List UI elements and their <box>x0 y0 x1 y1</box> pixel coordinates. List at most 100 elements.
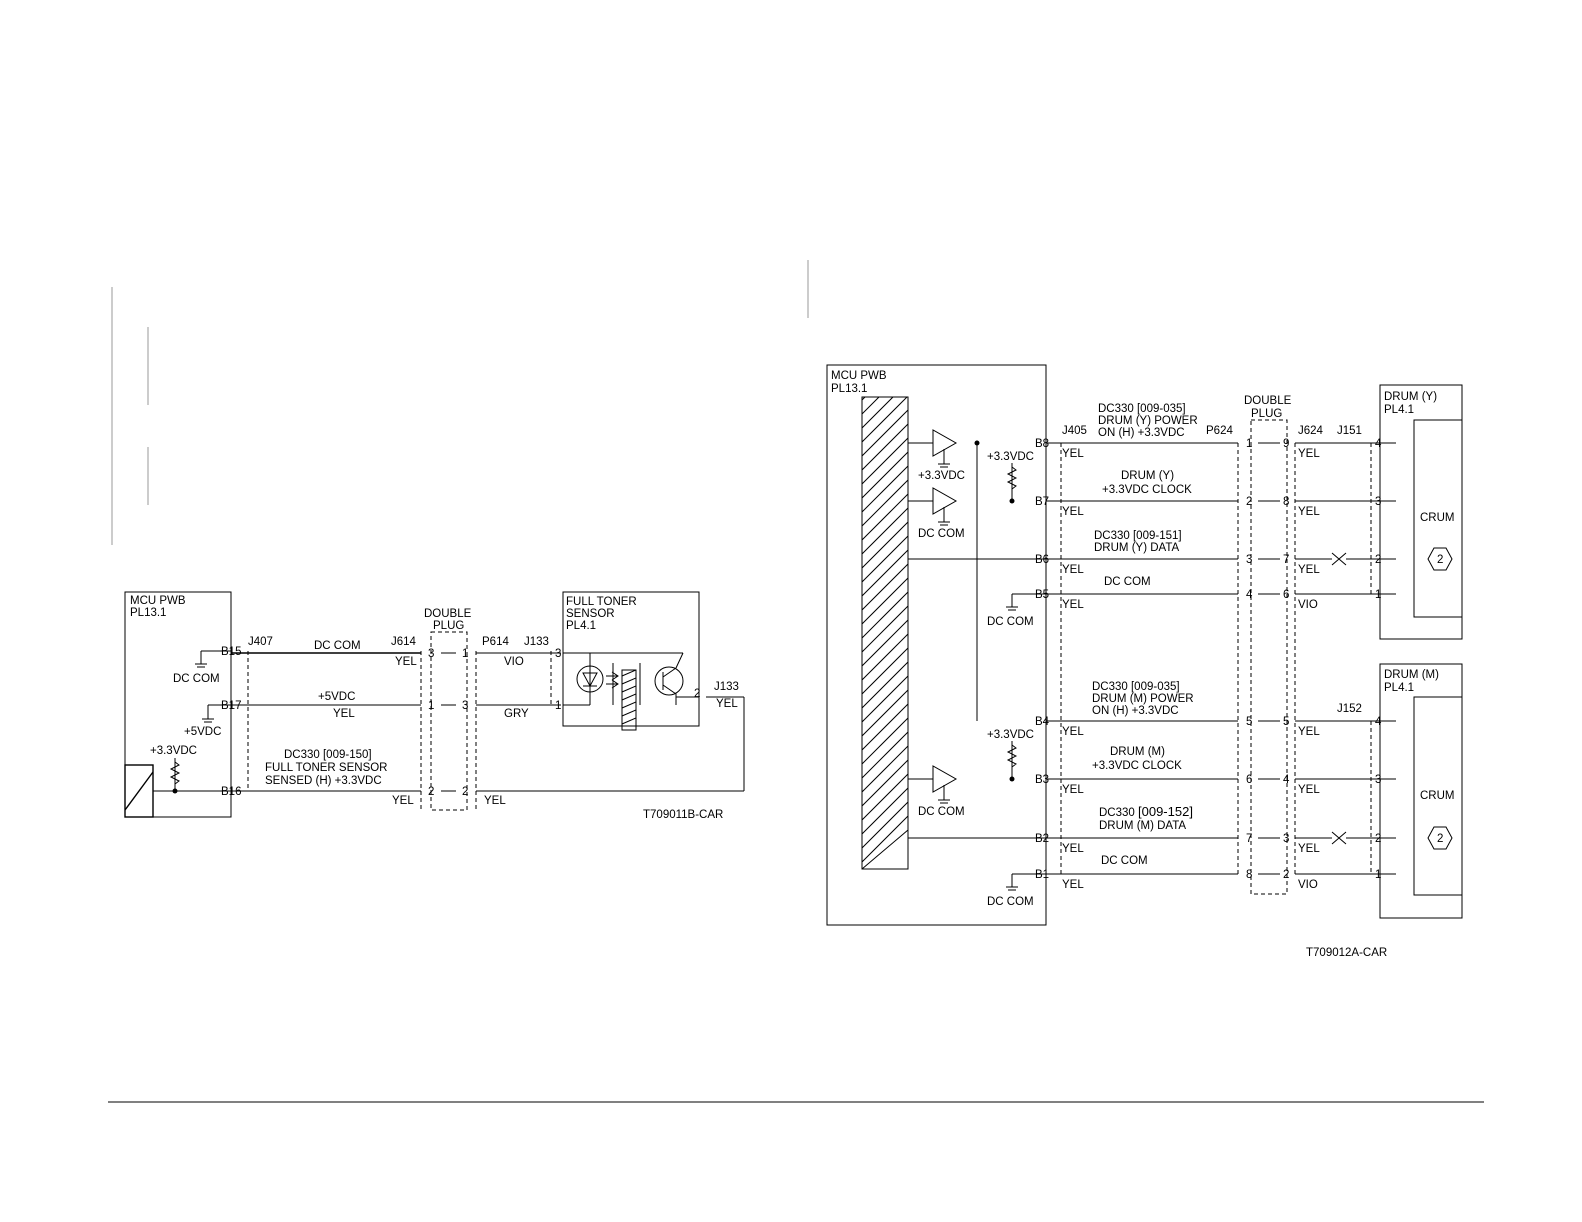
buffer-dccom-label-2: DC COM <box>918 806 965 818</box>
pullup-v33-label-2: +3.3VDC <box>987 729 1034 741</box>
plug-pin: 1 <box>462 648 468 660</box>
buffer-amp-icon <box>908 765 958 804</box>
plug-pin-right: 4 <box>1283 774 1290 786</box>
pin-b15: B15 <box>221 646 241 658</box>
plug-pin-left: 6 <box>1246 774 1252 786</box>
drum-y-title: DRUM (Y) <box>1384 391 1437 403</box>
wire-color-right: YEL <box>1298 726 1320 738</box>
wire-color-3-right: YEL <box>484 795 506 807</box>
hatch-lines <box>861 396 909 870</box>
hatch-line <box>861 521 909 569</box>
sig5-line2: DRUM (M) POWER <box>1092 693 1194 705</box>
signal-5vdc-color: YEL <box>333 708 355 720</box>
sig2-line1: DRUM (Y) <box>1121 470 1174 482</box>
plug-label-1: DOUBLE <box>424 608 472 620</box>
hexagon-y-icon <box>1427 547 1453 571</box>
conn-p614: P614 <box>482 636 509 648</box>
b1-dccom-label: DC COM <box>987 896 1034 908</box>
hatch-line <box>861 396 866 401</box>
hatch-line <box>861 787 909 835</box>
crum-m-box <box>1413 696 1463 896</box>
hatch-line <box>861 731 909 779</box>
mcu-board-pl-right: PL13.1 <box>831 383 867 395</box>
diagram-code-left: T709011B-CAR <box>643 809 723 821</box>
drum-pin: 4 <box>1375 716 1382 728</box>
board-pin: B6 <box>1035 554 1049 566</box>
hatch-line <box>861 605 909 653</box>
pin-b17: B17 <box>221 700 241 712</box>
full-toner-sensor-circuit: MCU PWB PL13.1 B15 DC COM B17 +5VDC +3.3… <box>124 591 745 821</box>
plug-pin-left: 1 <box>1246 438 1252 450</box>
wire-color-left: YEL <box>1062 843 1084 855</box>
hatch-line <box>861 619 909 667</box>
conn-j405: J405 <box>1062 425 1087 437</box>
wire-color-1-left: YEL <box>395 656 417 668</box>
drum-m-pl: PL4.1 <box>1384 682 1414 694</box>
hatch-line <box>861 451 909 499</box>
hatch-line <box>861 465 909 513</box>
drum-pin: 1 <box>1375 589 1381 601</box>
hatch-line <box>861 409 909 457</box>
drum-m-title: DRUM (M) <box>1384 669 1439 681</box>
hatch-line <box>861 549 909 597</box>
conn-j151: J151 <box>1337 425 1362 437</box>
hatch-line <box>861 563 909 611</box>
conn-p624: P624 <box>1206 425 1233 437</box>
pullup-v33-label-1: +3.3VDC <box>987 451 1034 463</box>
sig1-line1: DC330 [009-035] <box>1098 403 1186 415</box>
sig4: DC COM <box>1104 576 1151 588</box>
plug-pin-left: 8 <box>1246 869 1252 881</box>
hatch-line <box>861 717 909 765</box>
drum-pin: 3 <box>1375 774 1381 786</box>
hatch-line <box>861 801 909 849</box>
drum-y-pl: PL4.1 <box>1384 404 1414 416</box>
buffer-amp-icon <box>908 487 958 526</box>
hatch-line <box>861 815 909 863</box>
plug-label-1-right: DOUBLE <box>1244 395 1292 407</box>
plug-label-2-right: PLUG <box>1251 408 1282 420</box>
wire-color-right: YEL <box>1298 843 1320 855</box>
mcu-board-title: MCU PWB <box>130 595 186 607</box>
conn-j133-a: J133 <box>524 636 549 648</box>
hatch-line <box>861 829 909 870</box>
drum-pin: 4 <box>1375 438 1382 450</box>
v33-pullup-label: +3.3VDC <box>150 745 197 757</box>
hatch-line <box>861 423 909 471</box>
hatch-line <box>861 689 909 737</box>
wire-color-3-left: YEL <box>392 795 414 807</box>
wire-color-left: YEL <box>1062 506 1084 518</box>
plug-pin-left: 5 <box>1246 716 1252 728</box>
sig3-line1: DC330 [009-151] <box>1094 530 1182 542</box>
sig5-line3: ON (H) +3.3VDC <box>1092 705 1179 717</box>
plug-pin: 1 <box>428 700 434 712</box>
wire-color-right: YEL <box>1298 564 1320 576</box>
sensor-pin: 2 <box>694 688 700 700</box>
hatch-line <box>861 577 909 625</box>
plug-pin-right: 7 <box>1283 554 1289 566</box>
plug-pin-left: 2 <box>1246 496 1252 508</box>
diagram-code-right: T709012A-CAR <box>1306 947 1387 959</box>
hatch-line <box>861 591 909 639</box>
sig1-line3: ON (H) +3.3VDC <box>1098 427 1185 439</box>
drum-pin: 2 <box>1375 833 1381 845</box>
double-plug-box <box>430 631 468 811</box>
buffer-amp-icon <box>908 429 958 468</box>
board-pin: B7 <box>1035 496 1049 508</box>
hatch-line <box>861 535 909 583</box>
hatch-line <box>861 745 909 793</box>
plug-pin-right: 6 <box>1283 589 1289 601</box>
wire-color-left: YEL <box>1062 784 1084 796</box>
full-toner-sensor-box <box>562 591 700 727</box>
wire-color-2-right: GRY <box>504 708 529 720</box>
hexagon-m-number: 2 <box>1437 833 1443 845</box>
board-pin: B3 <box>1035 774 1049 786</box>
plug-pin: 3 <box>462 700 468 712</box>
plug-pin: 3 <box>428 648 434 660</box>
sensor-pl: PL4.1 <box>566 620 596 632</box>
hexagon-m-icon <box>1427 826 1453 850</box>
board-pin: B2 <box>1035 833 1049 845</box>
hatch-line <box>861 437 909 485</box>
plug-pin-right: 9 <box>1283 438 1289 450</box>
plug-pin-right: 3 <box>1283 833 1289 845</box>
